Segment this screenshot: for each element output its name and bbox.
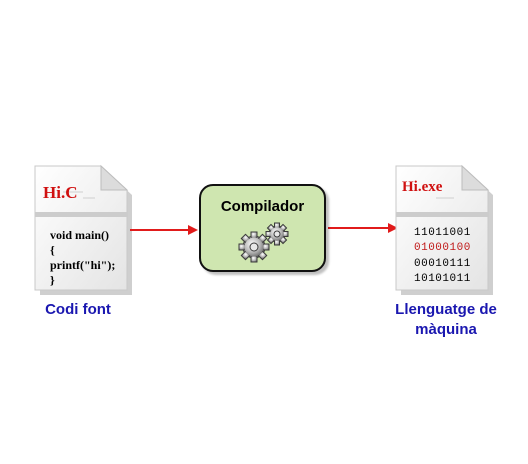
source-document: Hi.C void main() { printf("hi"); } (33, 164, 133, 298)
source-caption: Codi font (45, 301, 111, 318)
code-line: } (50, 273, 55, 287)
code-line: { (50, 243, 55, 257)
gears-icon (238, 222, 289, 263)
output-caption-line2: màquina (415, 321, 477, 338)
document-icon (34, 164, 132, 295)
arrow-to-output (328, 223, 398, 233)
arrow-to-compiler (130, 225, 198, 235)
output-document: Hi.exe 11011001 01000100 00010111 101010… (394, 164, 494, 298)
binary-line-highlighted: 01000100 (414, 242, 471, 254)
binary-line: 11011001 (414, 227, 471, 239)
binary-line: 00010111 (414, 258, 471, 270)
source-doc-title: Hi.C (43, 183, 78, 202)
document-icon (395, 164, 493, 295)
output-caption-line1: Llenguatge de (395, 301, 497, 318)
code-line: void main() (50, 228, 110, 242)
compiler-label: Compilador (220, 198, 305, 215)
compiler-box: Compilador (199, 184, 326, 272)
output-doc-title: Hi.exe (402, 179, 443, 195)
binary-line: 10101011 (414, 273, 471, 285)
code-line: printf("hi"); (50, 258, 116, 272)
